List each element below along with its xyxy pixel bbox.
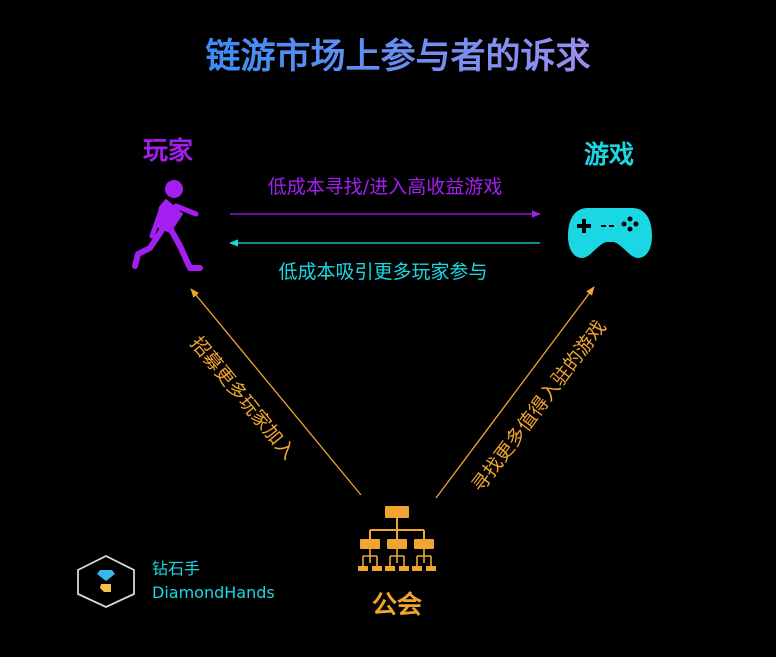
edge-guild-to-game-label: 寻找更多值得入驻的游戏	[468, 316, 611, 496]
gamepad-icon	[568, 208, 652, 258]
edge-game-to-player-label: 低成本吸引更多玩家参与	[278, 261, 487, 283]
running-person-icon	[132, 180, 203, 271]
edge-player-to-game-label: 低成本寻找/进入高收益游戏	[268, 176, 502, 198]
player-label: 玩家	[143, 136, 193, 165]
diamond-hands-logo-icon	[77, 554, 135, 608]
org-chart-icon	[358, 506, 436, 571]
game-label: 游戏	[584, 140, 634, 169]
brand-name-en: DiamondHands	[152, 583, 275, 602]
edge-guild-to-game-arrow	[435, 286, 595, 499]
guild-label: 公会	[372, 590, 422, 619]
edge-guild-to-player-arrow	[190, 288, 362, 496]
brand-name-cn: 钻石手	[152, 559, 200, 578]
page-title: 链游市场上参与者的诉求	[205, 37, 590, 77]
